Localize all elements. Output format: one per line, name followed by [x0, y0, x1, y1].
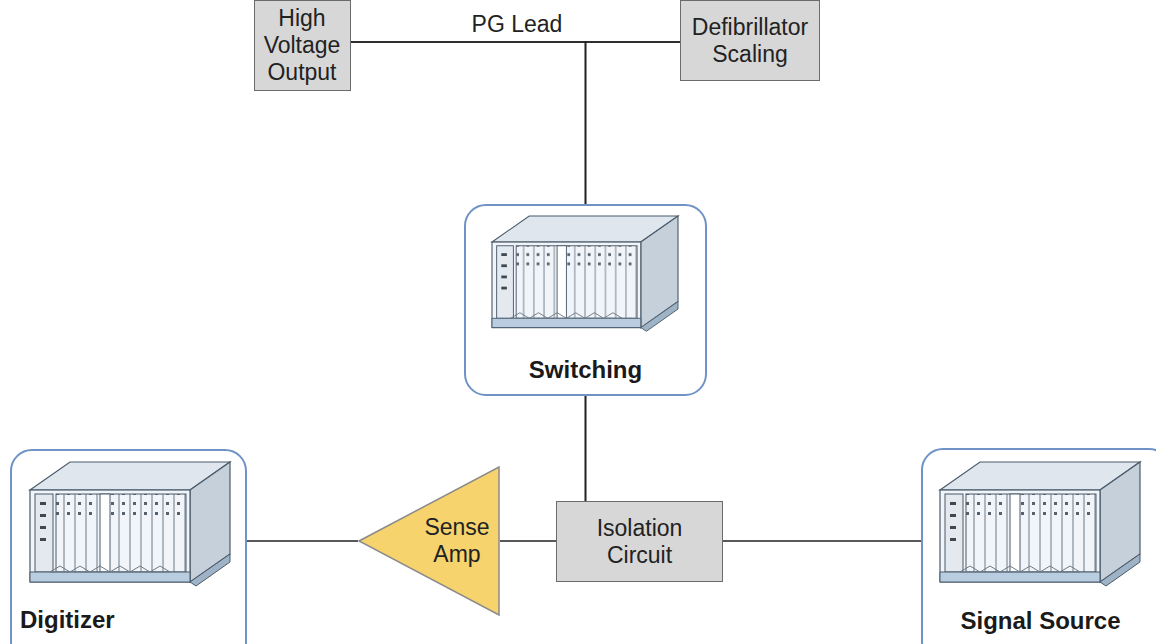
digitizer-rack	[30, 462, 230, 586]
amplifier-triangle: Sense Amp	[358, 466, 500, 616]
instrument-label: Digitizer	[20, 606, 115, 634]
node-label: Defibrillator Scaling	[681, 14, 819, 68]
instrument-label: Switching	[466, 356, 705, 384]
instrument-box: Switching	[464, 204, 707, 396]
instrument-box: Digitizer	[10, 449, 247, 644]
scaling-box: Defibrillator Scaling	[680, 0, 820, 81]
connector-line	[351, 42, 586, 204]
instrument-label: Signal Source	[923, 607, 1156, 635]
node-label: Sense Amp	[415, 514, 499, 568]
instrument-box: Signal Source	[921, 448, 1156, 644]
isolation-box: Isolation Circuit	[556, 501, 723, 582]
node-label: High Voltage Output	[255, 5, 350, 86]
connector-line	[247, 540, 358, 542]
lead-label: PG Lead	[469, 11, 566, 38]
signal-source-rack	[940, 462, 1140, 586]
connector-line	[723, 540, 921, 542]
output-box: High Voltage Output	[254, 0, 351, 91]
node-label: Isolation Circuit	[557, 515, 722, 569]
connector-line	[586, 42, 681, 204]
switching-rack	[492, 216, 678, 331]
